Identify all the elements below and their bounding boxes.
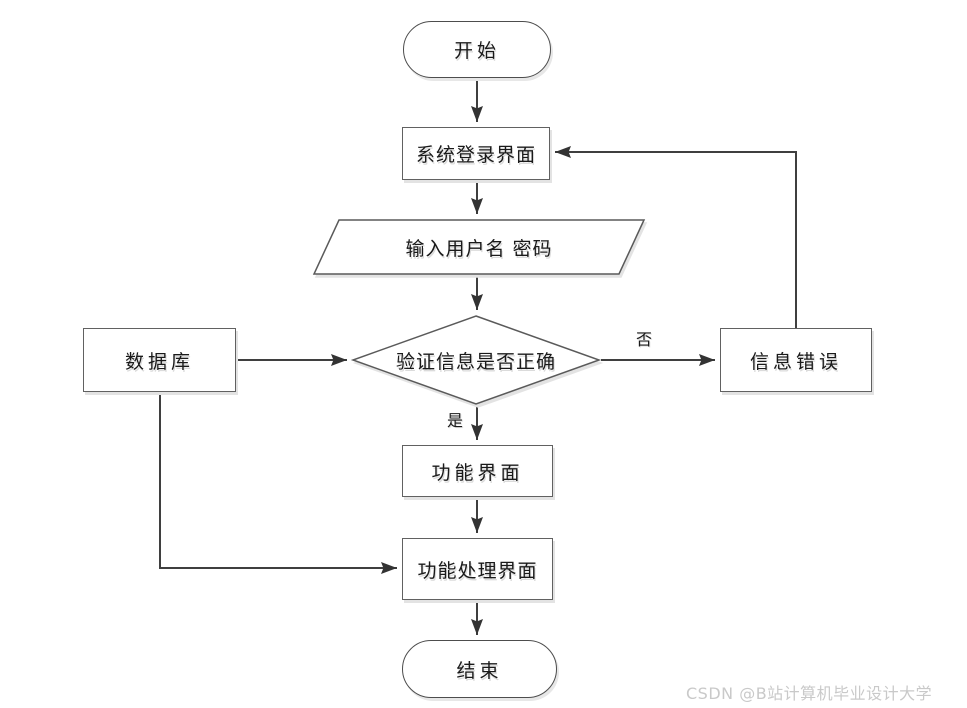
edge-label-yes: 是 (447, 411, 464, 430)
diamond-shape (350, 315, 602, 405)
edge-error-login-return (555, 146, 797, 328)
node-end-label: 结束 (456, 659, 503, 682)
node-function-screen: 功能界面 (402, 445, 553, 497)
node-info-error: 信息错误 (720, 328, 872, 392)
node-input-label: 输入用户名 密码 (405, 237, 553, 260)
edge-database-process (159, 392, 397, 574)
node-end-terminator: 结束 (402, 640, 557, 698)
node-process-label: 功能处理界面 (417, 559, 538, 582)
node-process-screen: 功能处理界面 (402, 538, 553, 600)
node-database-label: 数据库 (124, 350, 194, 373)
node-verify-decision: 验证信息是否正确 (350, 315, 602, 405)
node-function-label: 功能界面 (431, 461, 524, 484)
node-login-label: 系统登录界面 (415, 144, 536, 166)
node-start-label: 开始 (453, 40, 500, 62)
node-decision-label: 验证信息是否正确 (395, 350, 556, 373)
node-database: 数据库 (83, 328, 236, 392)
node-input-credentials: 输入用户名 密码 (312, 219, 646, 275)
node-error-label: 信息错误 (749, 350, 842, 373)
csdn-watermark: CSDN @B站计算机毕业设计大学 (686, 684, 933, 703)
node-start-terminator: 开始 (403, 21, 551, 78)
node-login-screen: 系统登录界面 (402, 127, 550, 180)
parallelogram-shape (312, 219, 646, 275)
edge-label-no: 否 (636, 330, 653, 349)
